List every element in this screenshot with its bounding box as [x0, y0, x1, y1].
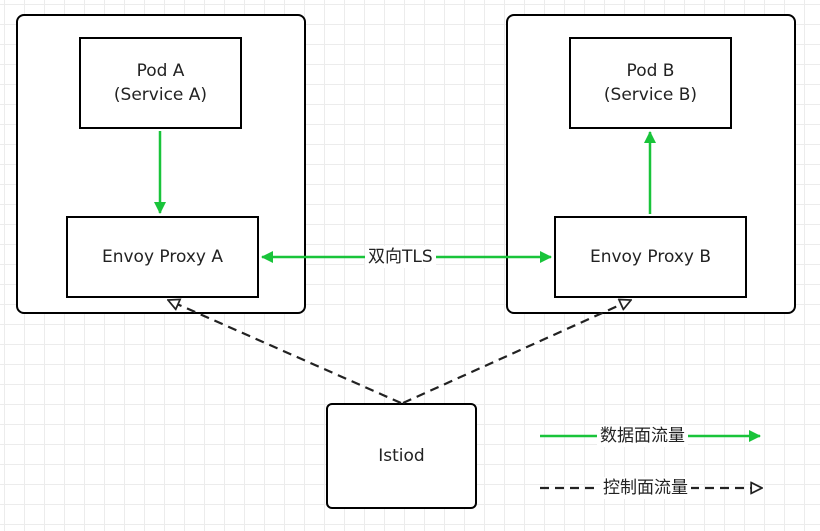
edge-istiod-to-envoy-a [168, 300, 402, 405]
pod-b-node: Pod B (Service B) [569, 37, 732, 129]
pod-a-node: Pod A (Service A) [79, 37, 242, 129]
pod-b-service: (Service B) [603, 85, 698, 105]
pod-a-service: (Service A) [113, 85, 208, 105]
istiod-node: Istiod [326, 403, 477, 509]
edge-istiod-to-envoy-b [402, 300, 631, 405]
pod-b-title: Pod B [626, 61, 675, 81]
legend-data-plane-label: 数据面流量 [597, 425, 688, 447]
pod-a-title: Pod A [136, 61, 185, 81]
envoy-proxy-a-label: Envoy Proxy A [101, 247, 224, 267]
mtls-edge-label: 双向TLS [365, 246, 436, 268]
istiod-label: Istiod [378, 446, 425, 466]
envoy-proxy-b-label: Envoy Proxy B [589, 247, 712, 267]
legend-control-plane-label: 控制面流量 [600, 477, 691, 499]
envoy-proxy-b-node: Envoy Proxy B [554, 216, 747, 298]
envoy-proxy-a-node: Envoy Proxy A [66, 216, 259, 298]
